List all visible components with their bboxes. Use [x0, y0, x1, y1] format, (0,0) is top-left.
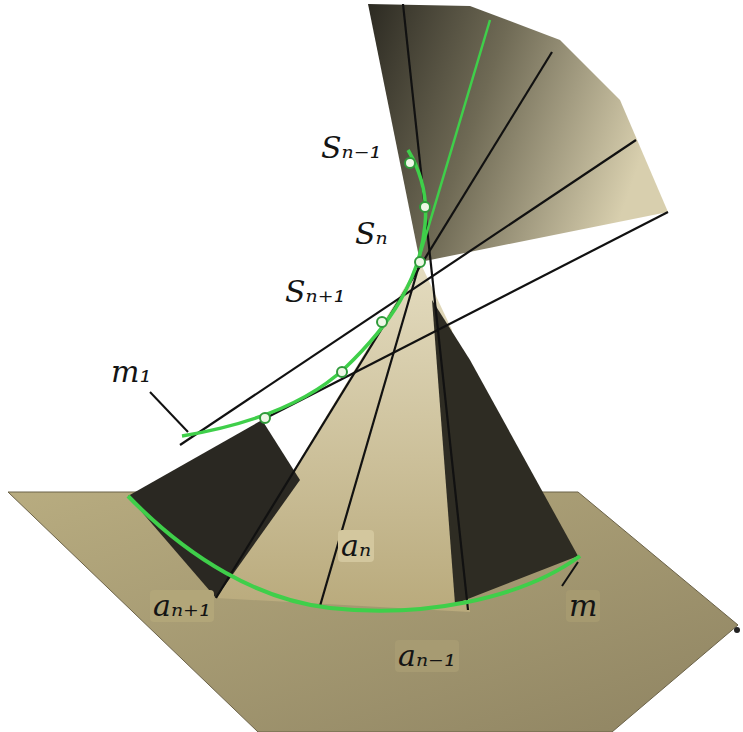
part-label: Sₙ	[352, 218, 391, 250]
vertex-dots	[260, 158, 430, 423]
part-label: aₙ₋₁	[395, 640, 459, 672]
green-generator	[418, 20, 490, 262]
curve-m1	[182, 150, 426, 436]
part-label: m₁	[108, 356, 154, 388]
part-label: m	[566, 590, 600, 622]
part-label: aₙ₊₁	[150, 590, 214, 622]
part-label: aₙ	[338, 530, 374, 562]
upper-cone	[368, 4, 668, 262]
generator-lines	[180, 4, 668, 610]
right-cone	[432, 300, 578, 604]
edge-dot	[734, 627, 740, 633]
left-cone	[128, 420, 300, 598]
part-label: Sₙ₊₁	[282, 276, 349, 308]
leader-m	[562, 562, 578, 586]
leader-m1	[150, 392, 188, 432]
part-label: Sₙ₋₁	[318, 132, 385, 164]
